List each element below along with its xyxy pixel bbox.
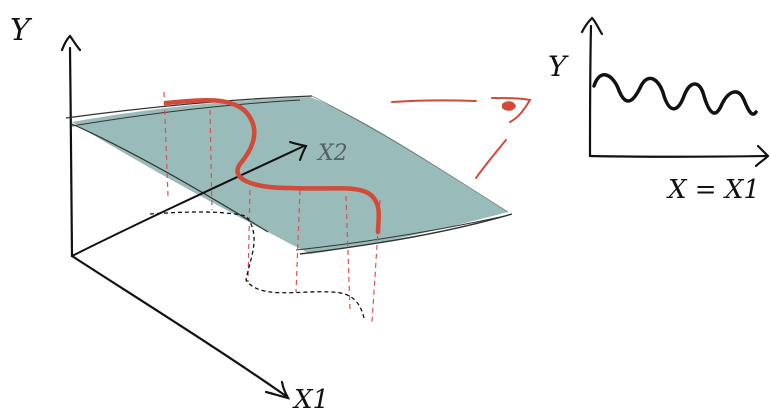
x1-axis-3d-arrowhead bbox=[264, 380, 291, 400]
y-axis-3d bbox=[68, 46, 74, 258]
x1-axis-3d bbox=[70, 254, 288, 398]
y-axis-2d bbox=[588, 24, 593, 158]
red-curve-on-plane bbox=[163, 98, 381, 235]
x2-axis-3d-arrowhead bbox=[289, 141, 308, 161]
plane-edge-right bbox=[311, 95, 509, 213]
red-eye-triangle bbox=[491, 97, 532, 123]
x-axis-2d bbox=[588, 154, 768, 158]
plane-edge-top-2 bbox=[71, 99, 301, 127]
label-x1: X1 bbox=[292, 385, 329, 414]
plane-edge-bottom bbox=[299, 213, 513, 255]
surface-plane bbox=[72, 97, 508, 254]
label-x2: X2 bbox=[316, 141, 348, 166]
plane-edge-bottom-2 bbox=[295, 215, 506, 251]
plane-edge-top bbox=[65, 95, 313, 119]
plane-edge-left bbox=[71, 123, 269, 233]
red-view-line-bottom bbox=[475, 139, 507, 179]
signal-curve bbox=[592, 73, 758, 116]
label-y-right: Y bbox=[548, 50, 569, 83]
x-axis-2d-arrowhead bbox=[754, 144, 770, 168]
label-x-eq-x1: X = X1 bbox=[666, 175, 760, 205]
y-axis-2d-arrowhead bbox=[580, 16, 604, 36]
label-y-left: Y bbox=[10, 13, 33, 48]
red-view-line-top bbox=[391, 99, 477, 103]
eye-icon bbox=[502, 101, 516, 111]
x2-axis-3d bbox=[71, 145, 305, 257]
projected-curve-dashed bbox=[149, 211, 365, 319]
y-axis-3d-arrowhead bbox=[60, 34, 82, 52]
